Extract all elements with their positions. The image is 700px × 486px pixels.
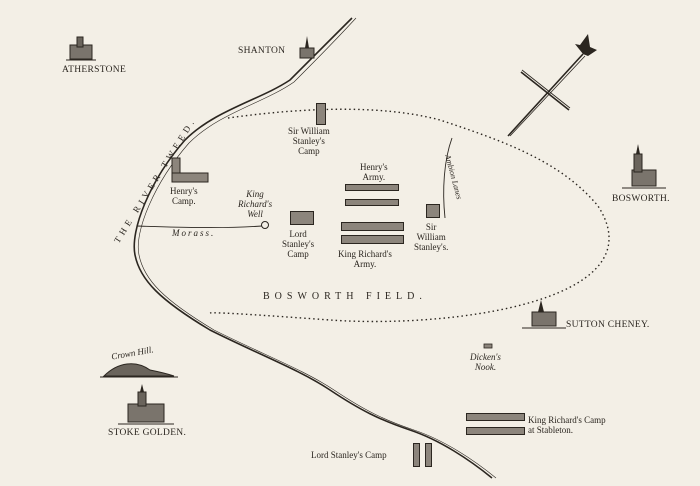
label-atherstone: ATHERSTONE bbox=[62, 65, 127, 75]
stableton-camp-block-1 bbox=[466, 413, 525, 421]
label-bosworth: BOSWORTH. bbox=[612, 194, 670, 204]
dickens-nook-mark bbox=[483, 343, 493, 349]
label-sutton-cheney: SUTTON CHENEY. bbox=[566, 320, 650, 330]
church-icon-atherstone bbox=[66, 36, 96, 61]
church-icon-shanton bbox=[299, 36, 315, 59]
lord-stanley-camp-block bbox=[290, 211, 314, 225]
henry-army-block-2 bbox=[345, 199, 399, 206]
henry-camp-block bbox=[171, 157, 209, 183]
church-icon-stoke-golden bbox=[118, 384, 174, 425]
label-stableton-camp: King Richard's Camp at Stableton. bbox=[528, 415, 606, 435]
label-henry-camp: Henry's Camp. bbox=[170, 186, 198, 206]
stableton-camp-block-2 bbox=[466, 427, 525, 435]
label-sir-william-stanley-camp: Sir William Stanley's Camp bbox=[288, 126, 330, 156]
lord-stanley-south-block-2 bbox=[425, 443, 432, 467]
label-morass: Morass. bbox=[172, 228, 216, 238]
sir-william-stanley-block bbox=[426, 204, 440, 218]
king-richard-army-block-1 bbox=[341, 222, 404, 231]
label-lord-stanley-camp-south: Lord Stanley's Camp bbox=[311, 450, 387, 460]
church-icon-bosworth bbox=[622, 144, 666, 189]
hill-icon bbox=[100, 363, 178, 378]
label-stoke-golden: STOKE GOLDEN. bbox=[108, 428, 187, 438]
henry-army-block-1 bbox=[345, 184, 399, 191]
label-lord-stanley-camp: Lord Stanley's Camp bbox=[282, 229, 315, 259]
well-icon bbox=[261, 221, 269, 229]
label-henry-army: Henry's Army. bbox=[360, 162, 388, 182]
compass-spear-icon bbox=[507, 34, 597, 137]
king-richard-army-block-2 bbox=[341, 235, 404, 244]
label-bosworth-field: BOSWORTH FIELD. bbox=[263, 291, 427, 302]
label-dickens-nook: Dicken's Nook. bbox=[470, 352, 501, 372]
sir-william-stanley-camp-block bbox=[316, 103, 326, 125]
label-sir-william-stanley: Sir William Stanley's. bbox=[414, 222, 449, 252]
label-shanton: SHANTON bbox=[238, 46, 286, 56]
lord-stanley-south-block-1 bbox=[413, 443, 420, 467]
river-tweed-line bbox=[133, 17, 493, 479]
label-king-richards-well: King Richard's Well bbox=[238, 189, 273, 219]
label-king-richard-army: King Richard's Army. bbox=[338, 249, 392, 269]
ambion-lane bbox=[443, 137, 453, 219]
church-icon-sutton-cheney bbox=[522, 300, 566, 329]
morass-line bbox=[136, 225, 263, 229]
